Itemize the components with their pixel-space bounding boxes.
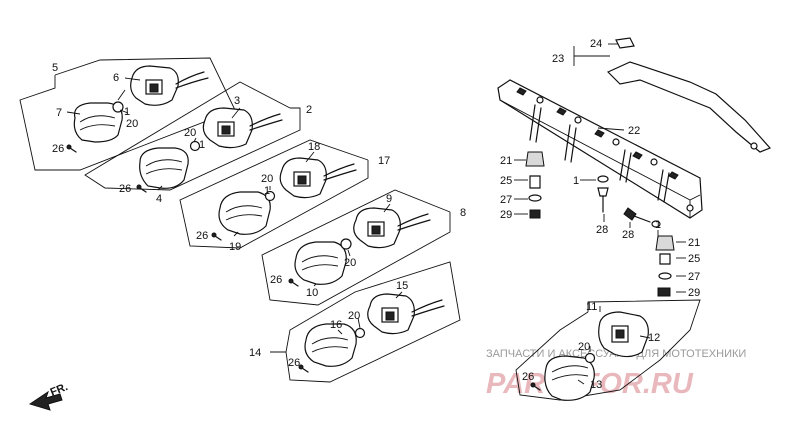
- part-labels: 5 6 7 1 20 26 2 3 20 1 26 4 17 18 20 1 2…: [52, 38, 700, 391]
- part-label: 27: [688, 271, 700, 283]
- part-label: 1: [264, 185, 270, 197]
- direction-label: FR.: [49, 381, 70, 399]
- part-label: 20: [184, 127, 196, 139]
- assembly-group-14: [270, 261, 461, 383]
- part-label: 25: [688, 253, 700, 265]
- part-label: 1: [655, 219, 661, 231]
- bulb-20d: [340, 238, 352, 250]
- part-label: 5: [52, 62, 58, 74]
- part-label: 16: [330, 319, 342, 331]
- lens-16: [304, 323, 357, 367]
- part-label: 9: [386, 193, 392, 205]
- part-label: 29: [500, 209, 512, 221]
- cushion-21a: [525, 151, 545, 167]
- part-label: 20: [126, 118, 138, 130]
- part-label: 13: [590, 379, 602, 391]
- part-label: 29: [688, 287, 700, 299]
- assembly-group-8: [261, 189, 451, 306]
- bulb-1b: [189, 140, 201, 152]
- part-label: 23: [552, 53, 564, 65]
- part-label: 22: [628, 125, 640, 137]
- part-label: 26: [196, 230, 208, 242]
- part-label: 10: [306, 287, 318, 299]
- washer-27b: [658, 272, 672, 280]
- assembly-group-2: [84, 81, 301, 193]
- part-label: 6: [113, 72, 119, 84]
- lens-13: [544, 355, 595, 401]
- assembly-group-5: [19, 57, 236, 171]
- bulb-1c: [264, 190, 276, 202]
- assembly-group-17: [179, 139, 369, 249]
- arrow-icon: [28, 390, 63, 411]
- part-label: 28: [596, 224, 608, 236]
- part-label: 7: [56, 107, 62, 119]
- bulb-20e: [354, 327, 366, 339]
- cushion-21b: [655, 235, 675, 251]
- front-direction-arrow: FR.: [28, 381, 70, 411]
- part-label: 26: [522, 371, 534, 383]
- part-label: 20: [578, 341, 590, 353]
- lens-7: [73, 102, 123, 143]
- part-label: 21: [688, 237, 700, 249]
- leader-lines: [66, 43, 686, 385]
- lens-19: [218, 191, 271, 235]
- assembly-group-11: [515, 299, 701, 401]
- collar-25b: [659, 253, 671, 265]
- part-label: 25: [500, 175, 512, 187]
- nut-29a: [529, 209, 541, 219]
- hardware-left: [525, 151, 545, 219]
- part-label: 15: [396, 280, 408, 292]
- part-label: 1: [199, 139, 205, 151]
- part-label: 27: [500, 194, 512, 206]
- part-label: 24: [590, 38, 602, 50]
- collar-25a: [529, 175, 541, 189]
- part-label: 28: [622, 229, 634, 241]
- part-label: 20: [348, 310, 360, 322]
- bulb-1: [112, 101, 124, 113]
- part-label: 4: [156, 193, 162, 205]
- stay-23: [606, 37, 772, 153]
- part-label: 26: [288, 357, 300, 369]
- nut-29b: [657, 287, 671, 297]
- part-label: 26: [119, 183, 131, 195]
- lens-10: [294, 241, 347, 285]
- mount-bracket-22: [497, 79, 703, 219]
- clip-24: [615, 37, 635, 49]
- part-label: 14: [249, 347, 261, 359]
- hardware-center: [597, 175, 661, 228]
- part-label: 20: [261, 173, 273, 185]
- part-label: 11: [586, 301, 597, 313]
- part-label: 2: [306, 104, 312, 116]
- part-label: 26: [52, 143, 64, 155]
- part-label: 17: [378, 155, 390, 167]
- part-label: 12: [648, 332, 660, 344]
- part-label: 18: [308, 141, 320, 153]
- part-label: 20: [344, 257, 356, 269]
- hardware-right: [655, 235, 675, 297]
- part-label: 26: [270, 274, 282, 286]
- washer-27a: [528, 194, 542, 202]
- part-label: 19: [229, 241, 241, 253]
- part-label: 1: [573, 175, 579, 187]
- part-label: 21: [500, 155, 512, 167]
- part-label: 8: [460, 207, 466, 219]
- lens-4: [139, 147, 189, 189]
- part-label: 1: [124, 106, 130, 118]
- part-label: 3: [234, 95, 240, 107]
